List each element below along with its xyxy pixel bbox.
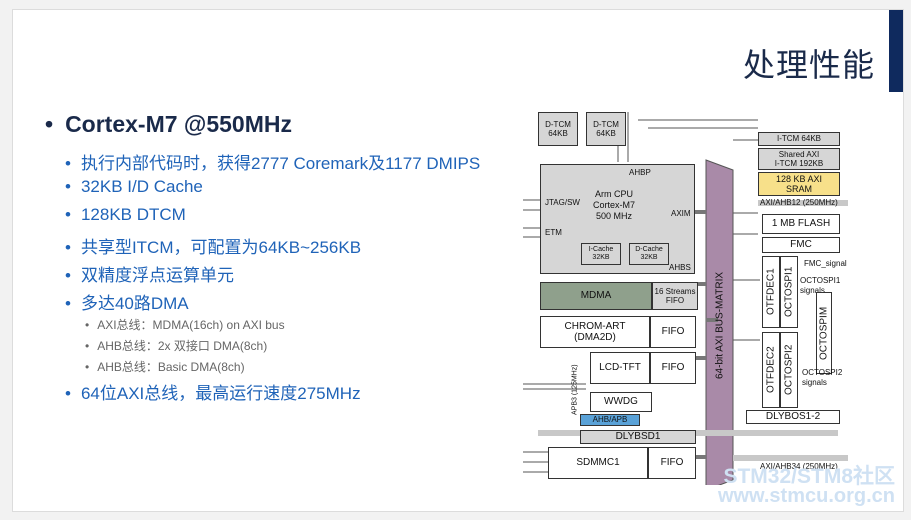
bullet-dot: • bbox=[65, 384, 71, 403]
dma-bullet: • AHB总线：2x 双接口 DMA(8ch) bbox=[85, 337, 267, 354]
sub-bullet: • 多达40路DMA bbox=[65, 289, 189, 314]
sub-bullet-text: 双精度浮点运算单元 bbox=[80, 266, 234, 285]
dma-bullet-text: AHB总线：Basic DMA(8ch) bbox=[97, 360, 245, 374]
bullet-dot: • bbox=[65, 266, 71, 285]
sub-bullet-text: 128KB DTCM bbox=[80, 205, 186, 224]
otfdec2-block: OTFDEC2 bbox=[762, 332, 780, 408]
axim-label: AXIM bbox=[671, 209, 691, 218]
axi-bus-top bbox=[758, 200, 848, 206]
dtcm-block: D-TCM 64KB bbox=[538, 112, 578, 146]
itcm-block: I-TCM 64KB bbox=[758, 132, 840, 146]
mdma-fifo-block: 16 Streams FIFO bbox=[652, 282, 698, 310]
main-bullet-text: Cortex-M7 @550MHz bbox=[65, 111, 292, 137]
ahbp-label: AHBP bbox=[629, 168, 651, 177]
axi-ahb34-label: AXI/AHB34 (250MHz) bbox=[760, 462, 838, 471]
fmc-block: FMC bbox=[762, 237, 840, 253]
sub-bullet-text: 多达40路DMA bbox=[80, 294, 189, 313]
architecture-diagram: D-TCM 64KB D-TCM 64KB AHBP JTAG/SW ETM A… bbox=[518, 100, 848, 485]
dma-bullet-text: AHB总线：2x 双接口 DMA(8ch) bbox=[97, 339, 268, 353]
jtag-label: JTAG/SW bbox=[545, 198, 580, 207]
diagram-wires bbox=[523, 112, 760, 485]
bullet-dot: • bbox=[65, 238, 71, 257]
fifo-block: FIFO bbox=[650, 316, 696, 348]
bullet-dot: • bbox=[85, 318, 90, 332]
cpu-block: AHBP JTAG/SW ETM Arm CPU Cortex-M7 500 M… bbox=[540, 164, 695, 274]
bullet-dot: • bbox=[85, 360, 90, 374]
fifo-block: FIFO bbox=[648, 447, 696, 479]
dtcm-block: D-TCM 64KB bbox=[586, 112, 626, 146]
sub-bullet-text: 64位AXI总线，最高运行速度275MHz bbox=[80, 384, 361, 403]
octospi1-signals-label: OCTOSPI1 signals bbox=[800, 276, 841, 295]
slide-title: 处理性能 bbox=[742, 47, 875, 83]
wwdg-block: WWDG bbox=[590, 392, 652, 412]
sub-bullet-text: 32KB I/D Cache bbox=[80, 177, 203, 196]
sub-bullet: • 128KB DTCM bbox=[65, 205, 186, 225]
bullet-dot: • bbox=[65, 205, 71, 224]
slide: 处理性能 • Cortex-M7 @550MHz • 执行内部代码时，获得2777 … bbox=[12, 9, 904, 512]
axi-bus-bottom bbox=[733, 455, 848, 461]
dlybos-block: DLYBOS1-2 bbox=[746, 410, 840, 424]
octospi2-signals-label: OCTOSPI2 signals bbox=[802, 368, 843, 387]
etm-label: ETM bbox=[545, 228, 562, 237]
chrom-art-block: CHROM-ART (DMA2D) bbox=[540, 316, 650, 348]
octospim-block: OCTOSPIM bbox=[816, 292, 832, 374]
sub-bullet: • 共享型ITCM，可配置为64KB~256KB bbox=[65, 233, 361, 258]
icache-block: I-Cache 32KB bbox=[581, 243, 621, 265]
sub-bullet-text: 执行内部代码时，获得2777 Coremark及1177 DMIPS bbox=[80, 154, 481, 173]
axi-sram-block: 128 KB AXI SRAM bbox=[758, 172, 840, 196]
bullet-dot: • bbox=[45, 111, 54, 137]
bullet-dot: • bbox=[65, 294, 71, 313]
dma-bullet: • AXI总线：MDMA(16ch) on AXI bus bbox=[85, 316, 285, 333]
sub-bullet: • 32KB I/D Cache bbox=[65, 177, 203, 197]
bullet-dot: • bbox=[85, 339, 90, 353]
watermark-title: STM32/STM8社区 bbox=[723, 465, 895, 488]
fmc-signal-label: FMC_signal bbox=[804, 259, 847, 268]
main-bullet: • Cortex-M7 @550MHz bbox=[45, 111, 292, 138]
octospi2-block: OCTOSPI2 bbox=[780, 332, 798, 408]
fifo-block: FIFO bbox=[650, 352, 696, 384]
octospi1-block: OCTOSPI1 bbox=[780, 256, 798, 328]
sdmmc1-block: SDMMC1 bbox=[548, 447, 648, 479]
bus-matrix-label: 64-bit AXI BUS-MATRIX bbox=[714, 271, 726, 379]
accent-bar bbox=[889, 10, 903, 92]
cpu-label: Arm CPU Cortex-M7 500 MHz bbox=[593, 189, 636, 221]
sub-bullet: • 双精度浮点运算单元 bbox=[65, 261, 234, 286]
dma-bullet-text: AXI总线：MDMA(16ch) on AXI bus bbox=[97, 318, 285, 332]
shared-itcm-block: Shared AXI I-TCM 192KB bbox=[758, 148, 840, 170]
bus-matrix-shape bbox=[705, 159, 734, 485]
otfdec1-block: OTFDEC1 bbox=[762, 256, 780, 328]
dcache-block: D-Cache 32KB bbox=[629, 243, 669, 265]
dlybsd1-block: DLYBSD1 bbox=[580, 430, 696, 444]
lcd-tft-block: LCD-TFT bbox=[590, 352, 650, 384]
dma-bullet: • AHB总线：Basic DMA(8ch) bbox=[85, 358, 245, 375]
mdma-block: MDMA bbox=[540, 282, 652, 310]
axi-ahb12-label: AXI/AHB12 (250MHz) bbox=[760, 198, 838, 207]
flash-block: 1 MB FLASH bbox=[762, 214, 840, 234]
bullet-dot: • bbox=[65, 177, 71, 196]
ahbs-label: AHBS bbox=[669, 263, 691, 272]
sub-bullet-text: 共享型ITCM，可配置为64KB~256KB bbox=[80, 238, 362, 257]
sub-bullet: • 执行内部代码时，获得2777 Coremark及1177 DMIPS bbox=[65, 149, 480, 174]
ahb-apb-bridge: AHB/APB bbox=[580, 414, 640, 426]
bullet-dot: • bbox=[65, 154, 71, 173]
sub-bullet: • 64位AXI总线，最高运行速度275MHz bbox=[65, 379, 361, 404]
watermark-url: www.stmcu.org.cn bbox=[717, 485, 895, 507]
